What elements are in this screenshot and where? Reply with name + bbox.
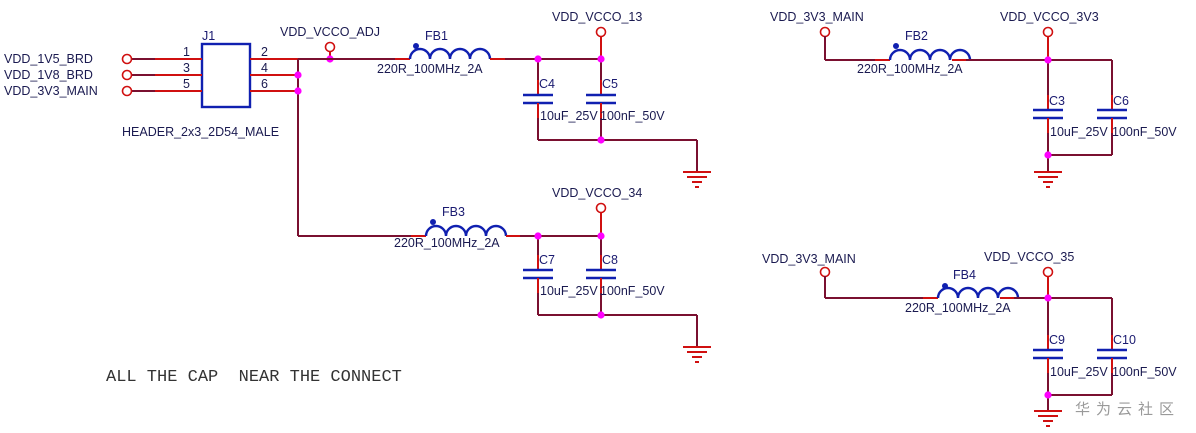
connector-type-label: HEADER_2x3_2D54_MALE (122, 125, 279, 139)
junction-dot (1044, 151, 1052, 159)
junction-dot (294, 87, 302, 95)
connector-body (200, 42, 252, 109)
polarity-dot (893, 43, 899, 49)
input-port-vdd-1v8-brd[interactable]: VDD_1V8_BRD (4, 68, 133, 82)
filter-fb2[interactable]: VDD_3V3_MAIN FB2 220R_100MHz_2A VDD_VCCO… (770, 10, 1177, 188)
capacitor-value: 100nF_50V (1112, 125, 1177, 139)
capacitor-value: 10uF_25V (540, 284, 598, 298)
capacitor-designator: C8 (602, 253, 618, 267)
ground-icon (1034, 410, 1062, 427)
junction-dot (597, 311, 605, 319)
capacitor-designator: C9 (1049, 333, 1065, 347)
pin-number-3: 3 (183, 61, 190, 75)
capacitor-value: 10uF_25V (1050, 125, 1108, 139)
ferrite-designator: FB1 (425, 29, 448, 43)
junction-dot (597, 55, 605, 63)
net-label: VDD_1V8_BRD (4, 68, 93, 82)
pin-number-5: 5 (183, 77, 190, 91)
ferrite-bead-icon (888, 48, 972, 61)
ferrite-value: 220R_100MHz_2A (905, 301, 1011, 315)
capacitor-value: 10uF_25V (540, 109, 598, 123)
capacitor-designator: C3 (1049, 94, 1065, 108)
port-circle-icon (819, 266, 831, 278)
polarity-dot (942, 283, 948, 289)
ferrite-value: 220R_100MHz_2A (857, 62, 963, 76)
net-label: VDD_VCCO_34 (552, 186, 642, 200)
net-port-vdd-vcco-adj[interactable]: VDD_VCCO_ADJ (280, 25, 380, 63)
net-label: VDD_VCCO_ADJ (280, 25, 380, 39)
port-circle-icon (1042, 266, 1054, 278)
capacitor-designator: C7 (539, 253, 555, 267)
net-label: VDD_VCCO_13 (552, 10, 642, 24)
port-circle-icon (595, 26, 607, 38)
capacitor-designator: C10 (1113, 333, 1136, 347)
pin-number-2: 2 (261, 45, 268, 59)
ferrite-bead-icon (936, 286, 1020, 299)
filter-fb1[interactable]: FB1 220R_100MHz_2A VDD_VCCO_13 C4 10uF_2… (298, 10, 711, 188)
port-circle-icon (121, 85, 133, 97)
watermark: 华为云社区 (1075, 400, 1180, 418)
ferrite-designator: FB4 (953, 268, 976, 282)
input-port-vdd-1v5-brd[interactable]: VDD_1V5_BRD (4, 52, 133, 66)
junction-dot (1044, 56, 1052, 64)
port-circle-icon (1042, 26, 1054, 38)
net-label: VDD_3V3_MAIN (4, 84, 98, 98)
capacitor-designator: C6 (1113, 94, 1129, 108)
capacitor-value: 100nF_50V (600, 109, 665, 123)
ground-icon (1034, 171, 1062, 188)
capacitor-designator: C5 (602, 77, 618, 91)
input-port-vdd-3v3-main[interactable]: VDD_3V3_MAIN (4, 84, 133, 98)
ferrite-bead-icon (424, 224, 508, 237)
ground-icon (683, 171, 711, 188)
junction-dot (597, 136, 605, 144)
port-circle-icon (324, 41, 336, 53)
polarity-dot (413, 43, 419, 49)
ferrite-bead-icon (408, 47, 492, 60)
capacitor-value: 100nF_50V (1112, 365, 1177, 379)
filter-fb4[interactable]: VDD_3V3_MAIN FB4 220R_100MHz_2A VDD_VCCO… (762, 250, 1177, 427)
connector-j1[interactable]: J1 HEADER_2x3_2D54_MALE 1 3 5 2 4 6 (122, 29, 298, 139)
junction-dot (597, 232, 605, 240)
net-label: VDD_3V3_MAIN (770, 10, 864, 24)
polarity-dot (430, 219, 436, 225)
pin-number-1: 1 (183, 45, 190, 59)
port-circle-icon (595, 202, 607, 214)
ferrite-designator: FB2 (905, 29, 928, 43)
capacitor-value: 100nF_50V (600, 284, 665, 298)
capacitor-value: 10uF_25V (1050, 365, 1108, 379)
net-label: VDD_3V3_MAIN (762, 252, 856, 266)
junction-dot (294, 71, 302, 79)
junction-dot (1044, 294, 1052, 302)
ferrite-value: 220R_100MHz_2A (394, 236, 500, 250)
port-circle-icon (121, 53, 133, 65)
capacitor-designator: C4 (539, 77, 555, 91)
ferrite-designator: FB3 (442, 205, 465, 219)
net-label: VDD_VCCO_3V3 (1000, 10, 1099, 24)
design-note: ALL THE CAP NEAR THE CONNECT (106, 368, 402, 387)
pin-number-4: 4 (261, 61, 268, 75)
ground-icon (683, 346, 711, 363)
connector-designator: J1 (202, 29, 215, 43)
net-label: VDD_1V5_BRD (4, 52, 93, 66)
pin-number-6: 6 (261, 77, 268, 91)
port-circle-icon (819, 26, 831, 38)
net-label: VDD_VCCO_35 (984, 250, 1074, 264)
ferrite-value: 220R_100MHz_2A (377, 62, 483, 76)
port-circle-icon (121, 69, 133, 81)
junction-dot (534, 232, 542, 240)
junction-dot (1044, 391, 1052, 399)
filter-fb3[interactable]: FB3 220R_100MHz_2A VDD_VCCO_34 C7 10uF_2… (298, 186, 711, 363)
junction-dot (534, 55, 542, 63)
